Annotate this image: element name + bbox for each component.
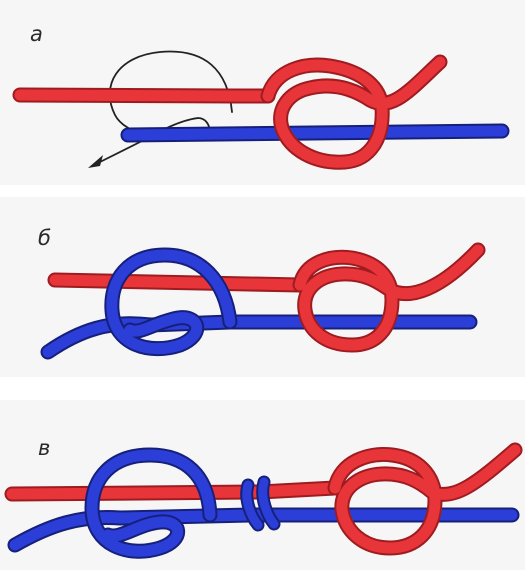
guide-line: [96, 52, 232, 164]
red-knot: [300, 250, 478, 345]
red-knot: [268, 62, 440, 162]
arrow-head-icon: [88, 155, 103, 168]
blue-knot: [112, 255, 230, 349]
panel-c: [12, 450, 515, 551]
panel-b: [48, 250, 478, 352]
panel-a: [20, 52, 502, 168]
red-knot: [335, 450, 515, 548]
blue-knot: [92, 455, 210, 551]
